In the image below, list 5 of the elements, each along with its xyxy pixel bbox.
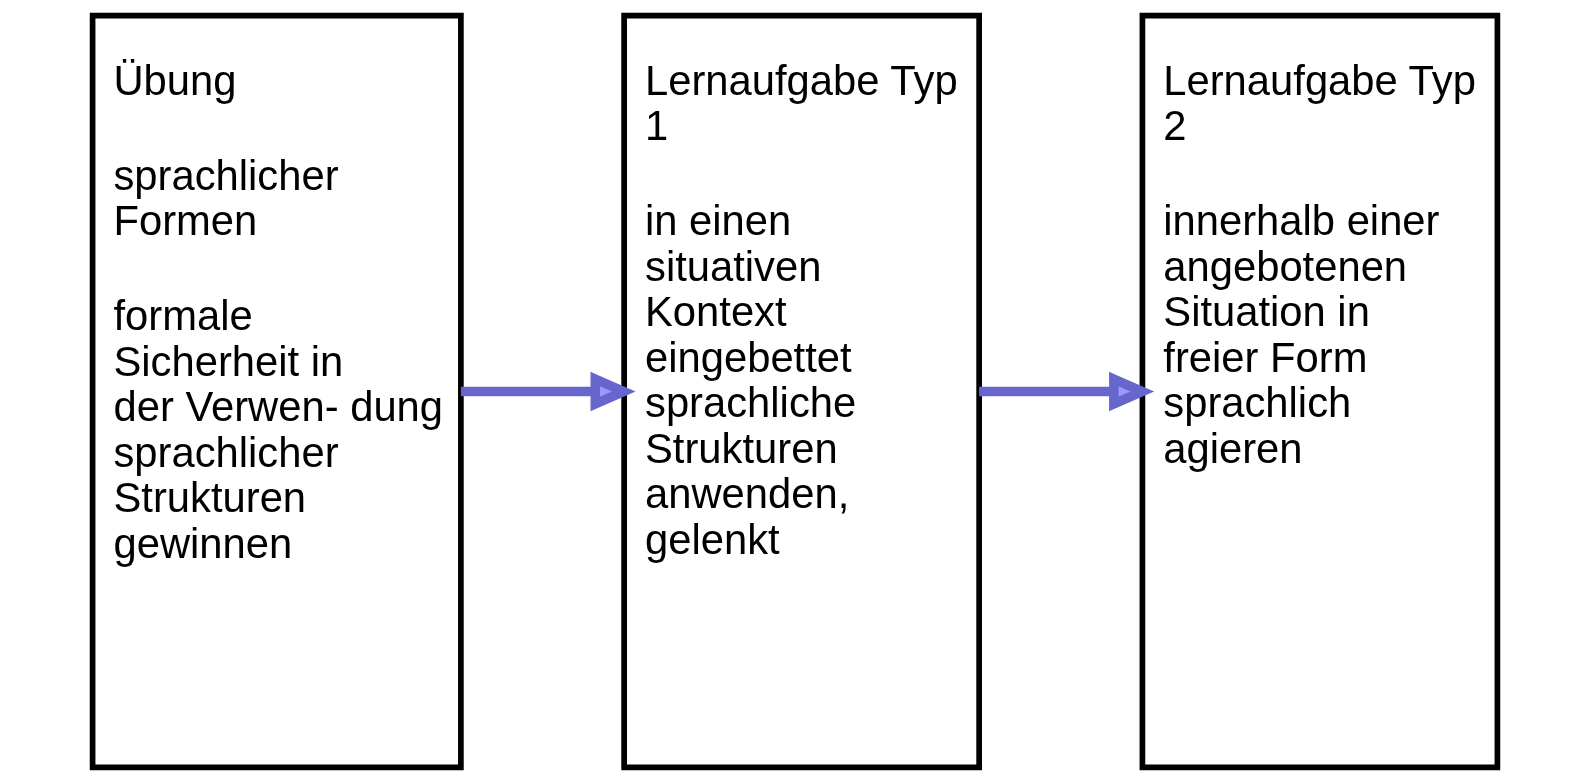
- node-box: Übung sprachlicher Formen formale Sicherheit in der Verwen- dung sprachlicher Strukturen gewinnen: [89, 12, 464, 771]
- arrow: [979, 371, 1155, 412]
- node-box: Lernaufgabe Typ 2 innerhalb einer angebotenen Situation in freier Form sprachlich agieren: [1139, 12, 1501, 771]
- node-box: Lernaufgabe Typ 1 in einen situativen Kontext eingebettet sprachliche Strukturen anwenden, gelenkt: [621, 12, 982, 771]
- arrow: [460, 371, 636, 412]
